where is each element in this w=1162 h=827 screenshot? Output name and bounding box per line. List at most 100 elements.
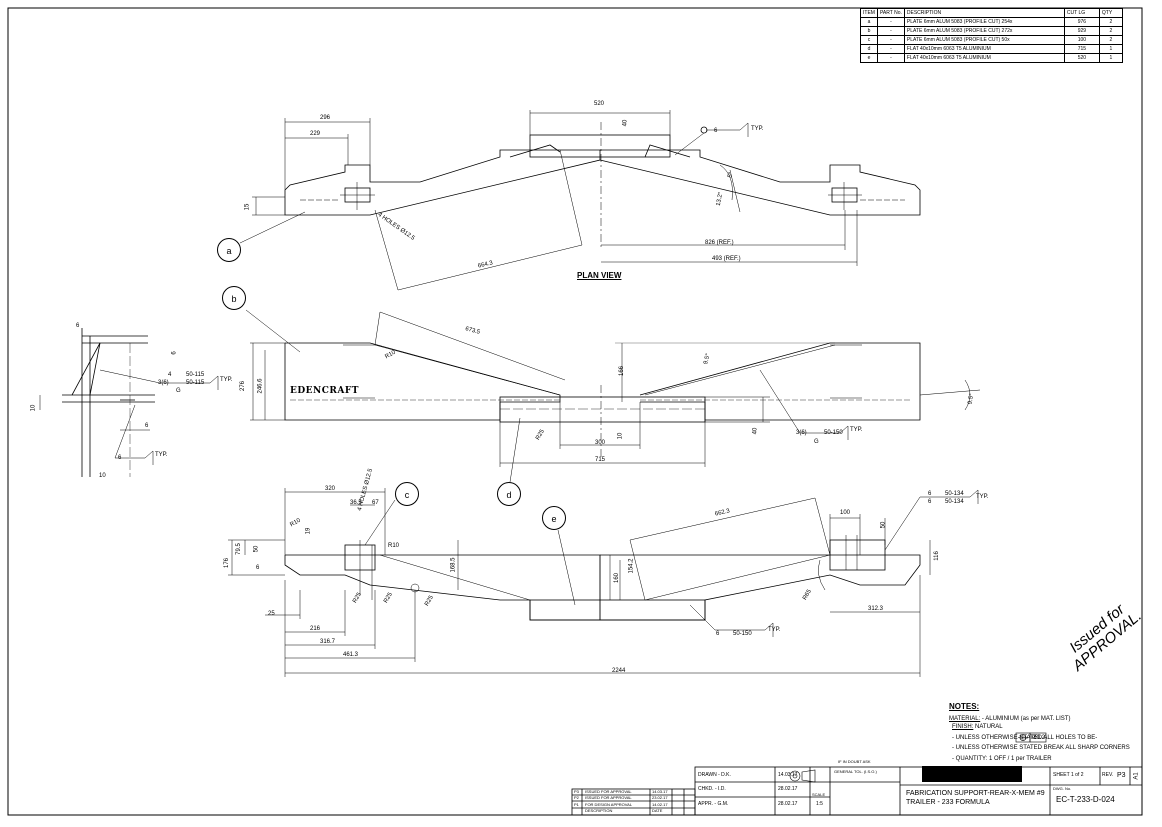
- table-row: d - FLAT 40x10mm 6063 T5 ALUMINIUM 715 1: [860, 44, 1123, 54]
- balloon-b: b: [222, 286, 246, 310]
- cell-desc: PLATE 6mm ALUM 5083 (PROFILE CUT) 272x: [903, 26, 1065, 36]
- cell-part: -: [876, 26, 905, 36]
- dim-36-5: 36.5: [350, 500, 362, 506]
- dim-50: 50: [253, 545, 260, 553]
- cell-desc: FLAT 40x10mm 6063 T5 ALUMINIUM: [903, 44, 1065, 54]
- rev-row-2-desc: ISSUED FOR APPROVAL: [585, 795, 632, 800]
- cell-part: -: [876, 35, 905, 45]
- dim-100: 100: [840, 510, 851, 516]
- cell-item: d: [860, 44, 878, 54]
- dim-520: 520: [594, 101, 605, 107]
- lower-weld-2d: 50-134: [945, 499, 964, 505]
- do-not-scale: IF IN DOUBT ASK: [838, 759, 871, 764]
- dim-19: 19: [305, 527, 312, 535]
- approved-date: 28.02.17: [778, 801, 798, 807]
- dim-160: 160: [614, 572, 621, 584]
- dim-116: 116: [933, 551, 940, 561]
- dim-216: 216: [310, 626, 321, 632]
- table-row: b - PLATE 6mm ALUM 5083 (PROFILE CUT) 27…: [860, 26, 1123, 36]
- note-corners: - UNLESS OTHERWISE STATED BREAK ALL SHAR…: [952, 745, 1130, 751]
- table-row: e - FLAT 40x10mm 6063 T5 ALUMINIUM 520 1: [860, 53, 1123, 63]
- edencraft-logo: EDENCRAFT: [290, 386, 359, 396]
- cell-item: a: [860, 17, 878, 27]
- cell-desc: PLATE 6mm ALUM 5083 (PROFILE CUT) 50x: [903, 35, 1065, 45]
- dim-154-2: 154.2: [628, 558, 635, 574]
- balloon-d: d: [497, 482, 521, 506]
- dwg-label: DWG. No.: [1053, 786, 1072, 791]
- cell-cut: 520: [1063, 53, 1100, 63]
- weld-typ-2: TYP.: [850, 427, 863, 433]
- dim-276: 276: [240, 380, 247, 392]
- cell-cut: 929: [1063, 26, 1100, 36]
- rev-row-3-rev: P1: [574, 802, 579, 807]
- balloon-c: c: [395, 482, 419, 506]
- dim-826-ref: 826 (REF.): [705, 240, 734, 246]
- cell-desc: PLATE 6mm ALUM 5083 (PROFILE CUT) 254x: [903, 17, 1065, 27]
- elevation-view: [245, 309, 981, 483]
- dim-461-3: 461.3: [343, 652, 359, 658]
- cell-qty: 2: [1098, 35, 1123, 45]
- header-qty: QTY: [1098, 8, 1123, 18]
- rev-row-4-desc: DESCRIPTION: [585, 808, 613, 813]
- note-holes: - UNLESS OTHERWISE STATED ALL HOLES TO B…: [952, 735, 1098, 741]
- material-label: MATERIAL:: [949, 716, 981, 722]
- sheet-border: [7, 7, 1143, 816]
- approved-by: APPR. - G.M.: [698, 801, 729, 807]
- dim-229: 229: [310, 131, 321, 137]
- detail-view: [39, 328, 219, 477]
- cell-part: -: [876, 17, 905, 27]
- drawing-subtitle: TRAILER - 233 FORMULA: [906, 799, 990, 806]
- table-row: a - PLATE 6mm ALUM 5083 (PROFILE CUT) 25…: [860, 17, 1123, 27]
- drawn-by: DRAWN - D.K.: [698, 772, 731, 778]
- dim-312-3: 312.3: [868, 606, 884, 612]
- checked-by: CHKD. - I.D.: [698, 786, 726, 792]
- parts-list-header: ITEM PART No. DESCRIPTION CUT LG QTY: [860, 8, 1123, 18]
- detail-weld-bot: 50-115: [186, 380, 205, 386]
- cell-qty: 1: [1098, 44, 1123, 54]
- detail-weld-g: G: [176, 388, 181, 394]
- lower-weld-50-150: 50-150: [733, 631, 752, 637]
- weld-size: 6: [714, 128, 718, 134]
- detail-dim-10b: 10: [99, 473, 106, 479]
- dim-40: 40: [622, 119, 629, 127]
- lower-weld-2b: 50-134: [945, 491, 964, 497]
- cell-qty: 2: [1098, 17, 1123, 27]
- lower-typ: TYP.: [768, 627, 781, 633]
- detail-dim-6a: 6: [76, 323, 80, 329]
- header-cut: CUT LG: [1063, 8, 1100, 18]
- drawing-title: FABRICATION SUPPORT-REAR-X-MEM #9: [906, 790, 1045, 797]
- finish-value: NATURAL: [975, 724, 1003, 730]
- balloon-e: e: [542, 506, 566, 530]
- lower-weld-2c: 6: [928, 499, 932, 505]
- detail-weld-4: 4: [168, 372, 172, 378]
- cell-item: e: [860, 53, 878, 63]
- parts-list-table: ITEM PART No. DESCRIPTION CUT LG QTY a -…: [860, 8, 1123, 63]
- dim-320: 320: [325, 486, 336, 492]
- lower-typ-2: TYP.: [976, 494, 989, 500]
- cell-item: b: [860, 26, 878, 36]
- cell-qty: 1: [1098, 53, 1123, 63]
- dim-79-5: 79.5: [235, 543, 242, 555]
- drawn-date: 14.03.17: [778, 772, 798, 778]
- weld-3-6: 3(6): [796, 430, 807, 436]
- dim-316-7: 316.7: [320, 639, 336, 645]
- rev-row-2-rev: P2: [574, 795, 579, 800]
- dim-10: 10: [617, 432, 624, 440]
- dim-6: 6: [256, 565, 260, 571]
- header-desc: DESCRIPTION: [903, 8, 1065, 18]
- plan-view: [239, 110, 921, 291]
- dim-166: 166: [619, 365, 626, 377]
- dim-25: 25: [268, 611, 275, 617]
- quantity-value: 1 OFF / 1 per TRAILER: [989, 756, 1052, 762]
- scale-value: 1:5: [816, 801, 823, 807]
- rev-row-3-date: 14.02.17: [652, 802, 668, 807]
- dim-715: 715: [595, 457, 606, 463]
- plan-view-title: PLAN VIEW: [577, 271, 622, 280]
- sheet-number: SHEET 1 of 2: [1053, 772, 1084, 778]
- lower-r10b: R10: [388, 543, 400, 549]
- dim-168-5: 168.5: [450, 557, 457, 573]
- header-item: ITEM: [860, 8, 878, 18]
- notes-title: NOTES:: [949, 702, 980, 711]
- table-row: c - PLATE 6mm ALUM 5083 (PROFILE CUT) 50…: [860, 35, 1123, 45]
